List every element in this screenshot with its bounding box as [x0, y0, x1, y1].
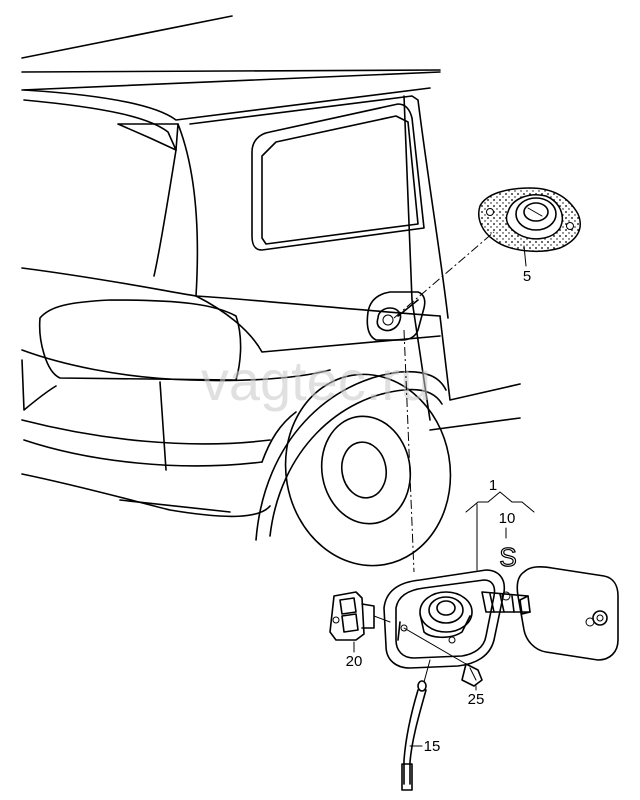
- part-20-actuator: [329, 591, 391, 641]
- bracket-1: [465, 491, 535, 513]
- fuel-door-flap: [516, 566, 619, 661]
- callout-5: 5: [523, 268, 531, 285]
- part-15-drain-hose: [401, 659, 431, 791]
- leader-5: [393, 231, 495, 319]
- vehicle-outline: [21, 15, 521, 567]
- part-1-fuel-filler-housing: [383, 569, 531, 669]
- leader-housing: [403, 329, 415, 573]
- part-25-screw: [403, 627, 483, 687]
- callout-20: 20: [346, 653, 363, 670]
- part-5-seal: [478, 187, 581, 253]
- callout-10: 10: [499, 510, 516, 527]
- callout-1: 1: [489, 477, 497, 494]
- leader-5-tick: [523, 245, 527, 267]
- callout-15: 15: [424, 738, 441, 755]
- part-10-clip: S: [499, 542, 516, 572]
- callout-25: 25: [468, 691, 485, 708]
- watermark: vagtec.ru: [201, 349, 431, 412]
